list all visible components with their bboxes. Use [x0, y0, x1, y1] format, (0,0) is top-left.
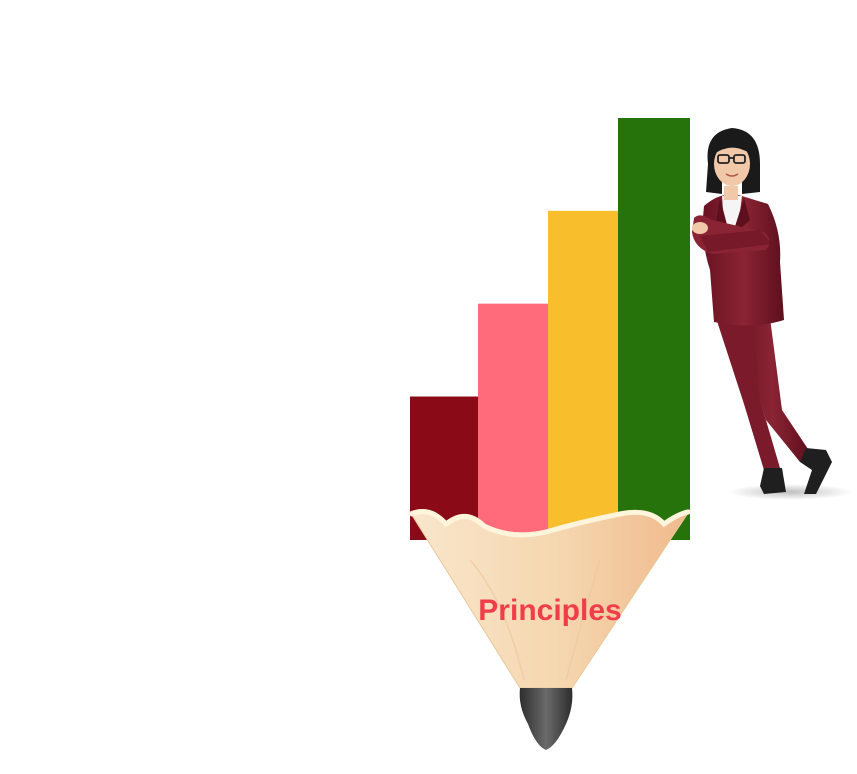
glasses-icon [717, 154, 746, 164]
pencil-lead [519, 688, 573, 750]
bar-yellow [548, 210, 620, 540]
figure-hand [692, 222, 708, 234]
figure-neck [724, 186, 738, 200]
figure-bangs [712, 133, 755, 156]
figure-smile [725, 173, 739, 177]
figure-front-leg [716, 318, 780, 470]
figure-shoe-left [760, 468, 786, 494]
pencil-wood-edge [409, 509, 691, 538]
pencil-label: Principles [478, 594, 621, 627]
figure-shadow [728, 484, 852, 500]
businesswoman-figure [692, 128, 852, 500]
bar-pink [478, 303, 550, 540]
figure-shoe-right [800, 448, 832, 494]
pencil-bars [410, 118, 690, 540]
pencil-wood-grain [469, 559, 601, 681]
bar-green [618, 118, 690, 540]
figure-face [714, 142, 750, 186]
pencil-tip [409, 509, 692, 750]
figure-arm-fold [700, 230, 772, 252]
